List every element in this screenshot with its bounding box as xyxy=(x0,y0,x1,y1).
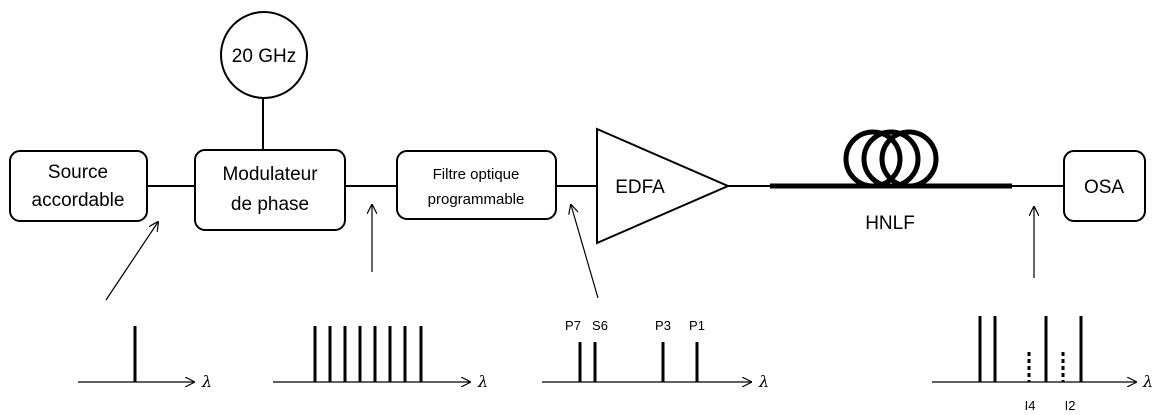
edfa-label: EDFA xyxy=(615,177,665,198)
hnlf-label: HNLF xyxy=(865,213,915,234)
line-label-p1: P1 xyxy=(689,318,705,333)
pointer-arrow-1 xyxy=(105,222,158,301)
spectrum-source: λ xyxy=(78,326,212,391)
rf-frequency-label: 20 GHz xyxy=(232,46,296,67)
spectrum-output: I4 I2 λ xyxy=(932,316,1153,413)
measurement-pointers xyxy=(105,205,1034,301)
filter-label-line1: Filtre optique xyxy=(433,166,520,183)
line-label-p7: P7 xyxy=(565,318,581,333)
hnlf-fiber: HNLF xyxy=(770,129,1012,234)
programmable-filter: Filtre optique programmable xyxy=(396,150,557,220)
phase-modulator: Modulateur de phase xyxy=(194,149,346,231)
lambda-axis-label: λ xyxy=(1142,372,1153,391)
rf-source: 20 GHz xyxy=(220,11,308,99)
lambda-axis-label: λ xyxy=(201,372,212,391)
line-label-p3: P3 xyxy=(655,318,671,333)
tunable-source: Source accordable xyxy=(9,150,148,222)
line-label-i2: I2 xyxy=(1065,398,1076,413)
modulator-label-line1: Modulateur xyxy=(222,164,318,185)
spectrum-filtered: P7 S6 P3 P1 λ xyxy=(542,318,769,391)
osa-label: OSA xyxy=(1084,177,1124,198)
spectrum-comb: λ xyxy=(273,326,488,391)
optical-spectrum-analyzer: OSA xyxy=(1063,150,1146,222)
modulator-label-line2: de phase xyxy=(231,194,309,215)
line-label-i4: I4 xyxy=(1025,398,1036,413)
lambda-axis-label: λ xyxy=(477,372,488,391)
source-label-line2: accordable xyxy=(32,190,125,211)
pointer-arrow-3 xyxy=(571,205,599,299)
filter-label-line2: programmable xyxy=(428,191,525,208)
fiber-coil-icon xyxy=(843,129,939,189)
fiber-links xyxy=(147,98,1064,187)
source-label-line1: Source xyxy=(48,162,108,183)
line-label-s6: S6 xyxy=(592,318,608,333)
lambda-axis-label: λ xyxy=(758,372,769,391)
edfa-amplifier: EDFA xyxy=(596,127,731,245)
